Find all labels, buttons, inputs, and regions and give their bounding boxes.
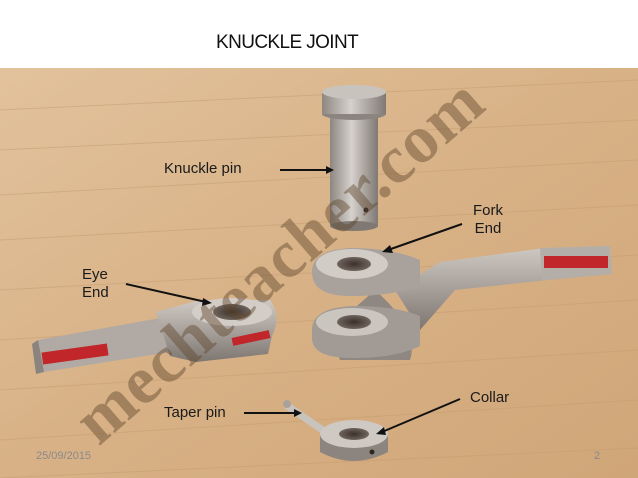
footer-date: 25/09/2015 bbox=[36, 450, 92, 462]
arrow-eye-end bbox=[125, 283, 207, 303]
knuckle-pin bbox=[322, 85, 386, 231]
label-knuckle-pin: Knuckle pin bbox=[164, 160, 242, 177]
label-collar: Collar bbox=[470, 389, 510, 406]
eye-end bbox=[32, 298, 277, 374]
label-eye-end: End bbox=[82, 284, 109, 301]
arrow-fork-end bbox=[387, 223, 463, 251]
label-eye: Eye bbox=[82, 266, 108, 283]
leader-arrows bbox=[125, 166, 463, 435]
page-number: 2 bbox=[594, 450, 601, 462]
collar bbox=[320, 420, 388, 461]
fork-end bbox=[312, 246, 612, 360]
label-taper-pin: Taper pin bbox=[164, 404, 226, 421]
slide-title: KNUCKLE JOINT bbox=[216, 32, 359, 53]
label-fork: Fork bbox=[473, 202, 503, 219]
knuckle-joint-illustration bbox=[0, 68, 638, 478]
arrow-collar bbox=[381, 398, 461, 433]
label-fork-end: End bbox=[474, 220, 502, 237]
